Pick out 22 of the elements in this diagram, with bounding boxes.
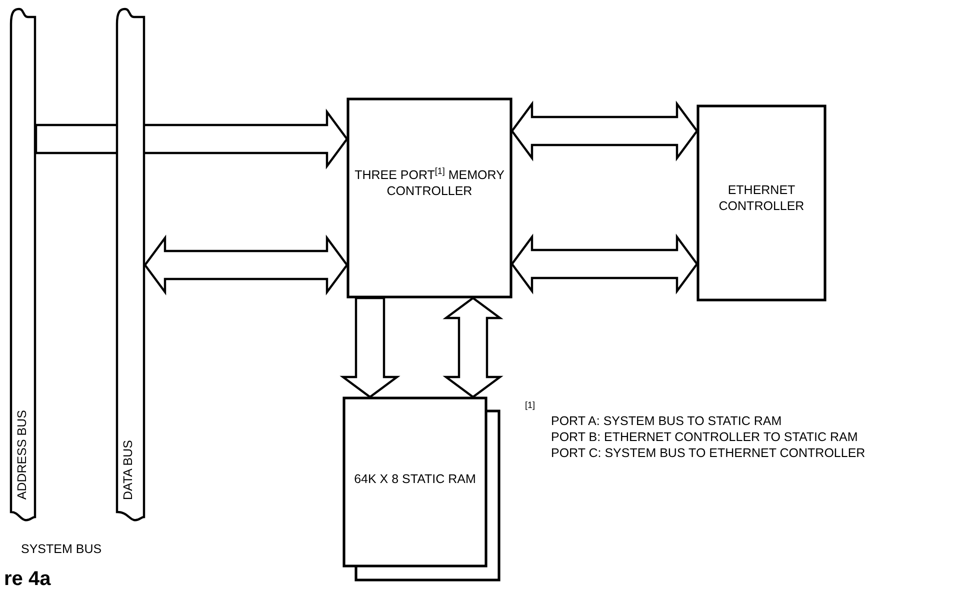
- group-label: SYSTEM BUS: [21, 542, 102, 556]
- bus-arrow: [510, 100, 698, 162]
- node-label: ETHERNET CONTROLLER: [718, 183, 806, 214]
- footnote-mark: [1]: [525, 402, 536, 412]
- node-label: DATA BUS: [121, 440, 136, 500]
- figure-caption: re 4a: [4, 568, 51, 591]
- bus-arrow: [34, 108, 348, 170]
- bus-bar: [116, 8, 145, 520]
- footnote-text: PORT C: SYSTEM BUS TO ETHERNET CONTROLLER: [551, 446, 866, 460]
- memory-block: [343, 397, 500, 581]
- bus-arrow: [144, 234, 348, 296]
- bus-arrow: [442, 296, 504, 398]
- process-box: [697, 105, 826, 301]
- bus-arrow: [510, 234, 698, 294]
- bus-arrow: [340, 296, 400, 398]
- footnote-text: PORT B: ETHERNET CONTROLLER TO STATIC RAM: [551, 430, 858, 444]
- node-label: ADDRESS BUS: [15, 410, 30, 500]
- bus-bar: [10, 8, 36, 520]
- footnote-text: PORT A: SYSTEM BUS TO STATIC RAM: [551, 414, 782, 428]
- process-box: [347, 98, 512, 298]
- node-label: THREE PORT$^{[1]}$ MEMORY CONTROLLER: [354, 168, 506, 200]
- node-label: 64K X 8 STATIC RAM: [353, 472, 477, 488]
